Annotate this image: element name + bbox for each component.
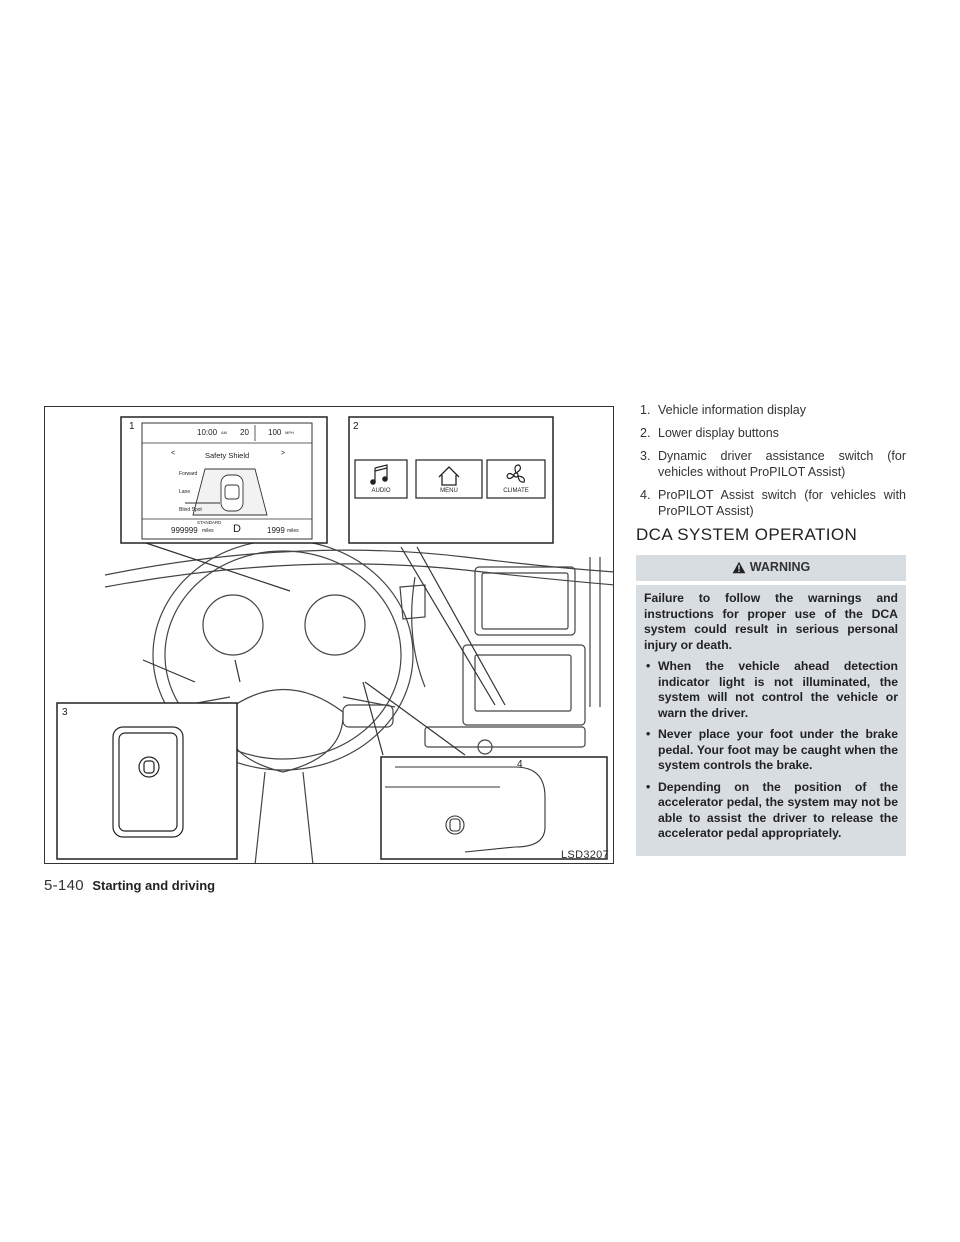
home-icon <box>438 466 460 486</box>
list-item-text: Vehicle information display <box>658 403 806 417</box>
dashboard-illustration: 1 2 3 4 10:00 AM 20 100 MPH Safety Shiel… <box>44 406 614 864</box>
section-heading: DCA SYSTEM OPERATION <box>636 525 858 544</box>
warning-title: WARNING <box>749 560 811 574</box>
warning-box: WARNING Failure to follow the warnings a… <box>636 555 906 856</box>
display-title: Safety Shield <box>205 451 250 460</box>
list-item-number: 3. <box>640 449 651 463</box>
display-mode: STANDARD <box>197 520 222 525</box>
list-item-number: 2. <box>640 426 651 440</box>
list-item: 4. ProPILOT Assist switch (for vehicles … <box>636 487 906 519</box>
list-item: 3. Dynamic driver assistance switch (for… <box>636 448 906 480</box>
callout-3-label: 3 <box>62 707 68 718</box>
page-number: 5-140 <box>44 877 84 894</box>
display-status-bar: 10:00 AM 20 100 MPH <box>145 427 311 441</box>
display-nav-left: < <box>171 450 176 457</box>
list-item-text: Dynamic driver assistance switch (for ve… <box>658 449 906 479</box>
button-audio-label: AUDIO <box>371 488 391 494</box>
list-item-number: 1. <box>640 403 651 417</box>
warning-triangle-icon <box>732 561 746 573</box>
button-menu-label: MENU <box>440 488 458 494</box>
display-temp: 20 <box>240 428 249 437</box>
figure-code: LSD3207 <box>561 849 609 861</box>
footer-section-name: Starting and driving <box>92 878 216 893</box>
display-speed-unit: MPH <box>285 430 294 435</box>
display-nav-right: > <box>281 450 286 457</box>
display-bottom-bar: 999999 miles D 1999 miles <box>145 523 311 537</box>
list-item-text: Lower display buttons <box>658 426 779 440</box>
fan-icon <box>506 464 525 483</box>
display-time-suffix: AM <box>221 430 227 435</box>
display-label-blind: Blind Spot <box>179 507 202 513</box>
display-range-unit: miles <box>287 528 299 534</box>
dashboard-line-art <box>56 416 613 863</box>
display-odometer: 999999 <box>171 526 198 535</box>
display-label-lane: Lane <box>179 489 191 495</box>
warning-bullet: When the vehicle ahead detection indicat… <box>644 659 898 721</box>
music-note-icon <box>370 464 388 485</box>
display-label-forward: Forward <box>179 471 198 477</box>
list-item: 1. Vehicle information display <box>636 402 906 418</box>
display-odometer-unit: miles <box>202 528 214 534</box>
list-item-number: 4. <box>640 488 651 502</box>
list-item-text: ProPILOT Assist switch (for vehicles wit… <box>658 488 906 518</box>
warning-bullet: Depending on the position of the acceler… <box>644 780 898 842</box>
warning-intro: Failure to follow the warnings and instr… <box>644 591 898 652</box>
button-climate-label: CLIMATE <box>503 488 529 494</box>
callout-4-label: 4 <box>517 759 523 770</box>
warning-bullet: Never place your foot under the brake pe… <box>644 727 898 774</box>
display-range: 1999 <box>267 526 285 535</box>
page-footer: 5-140 Starting and driving <box>44 877 215 895</box>
right-column: 1. Vehicle information display 2. Lower … <box>636 402 906 856</box>
callout-2-label: 2 <box>353 421 359 432</box>
callout-1-label: 1 <box>129 421 135 432</box>
list-item: 2. Lower display buttons <box>636 425 906 441</box>
display-time: 10:00 <box>197 428 218 437</box>
display-gear: D <box>233 523 241 535</box>
warning-title-bar: WARNING <box>636 555 906 585</box>
display-speed: 100 <box>268 428 282 437</box>
